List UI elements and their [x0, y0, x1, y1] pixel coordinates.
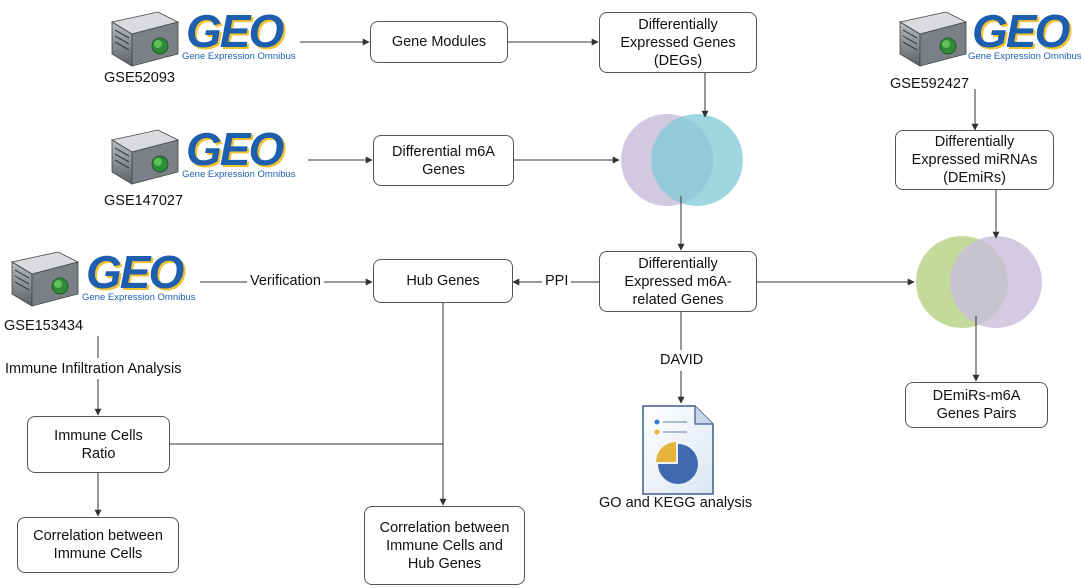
box-immune-cells-ratio: Immune Cells Ratio: [27, 416, 170, 473]
dataset-label-gse592427: GSE592427: [890, 76, 970, 93]
geo-logo-word: GEO: [86, 246, 184, 298]
edge-label-immune-infiltration: Immune Infiltration Analysis: [4, 360, 183, 379]
box-correlation-immune-hub: Correlation between Immune Cells and Hub…: [364, 506, 525, 585]
dataset-label-gse153434: GSE153434: [4, 318, 84, 335]
geo-logo-subtitle: Gene Expression Omnibus: [82, 292, 196, 303]
box-gene-modules: Gene Modules: [370, 21, 508, 63]
dataset-label-gse147027: GSE147027: [104, 193, 184, 210]
server-icon-gse52093: [110, 11, 180, 67]
box-correlation-immune-cells: Correlation between Immune Cells: [17, 517, 179, 573]
report-document-icon: [642, 405, 714, 495]
edge-label-verification: Verification: [247, 273, 324, 290]
venn-diagram-degs-m6a: [621, 114, 743, 206]
geo-logo-gse592427: GEO Gene Expression Omnibus: [968, 4, 1084, 64]
geo-logo-word: GEO: [972, 5, 1070, 57]
venn1-right-circle: [651, 114, 743, 206]
dataset-label-gse52093: GSE52093: [104, 70, 175, 87]
edge-label-david: DAVID: [656, 350, 708, 371]
geo-logo-gse153434: GEO Gene Expression Omnibus: [82, 245, 198, 305]
server-icon-gse153434: [10, 251, 80, 307]
server-icon-gse147027: [110, 129, 180, 185]
box-demirs: Differentially Expressed miRNAs (DEmiRs): [895, 130, 1054, 190]
box-degs: Differentially Expressed Genes (DEGs): [599, 12, 757, 73]
box-demirs-m6a-pairs: DEmiRs-m6A Genes Pairs: [905, 382, 1048, 428]
box-hub-genes: Hub Genes: [373, 259, 513, 303]
geo-logo-subtitle: Gene Expression Omnibus: [182, 169, 296, 180]
geo-logo-gse147027: GEO Gene Expression Omnibus: [182, 122, 298, 182]
edge-label-ppi: PPI: [542, 273, 572, 290]
geo-logo-word: GEO: [186, 123, 284, 175]
geo-logo-gse52093: GEO Gene Expression Omnibus: [182, 4, 298, 64]
geo-logo-word: GEO: [186, 5, 284, 57]
label-go-kegg-analysis: GO and KEGG analysis: [599, 495, 753, 512]
box-dem6a-related-genes: Differentially Expressed m6A- related Ge…: [599, 251, 757, 312]
geo-logo-subtitle: Gene Expression Omnibus: [182, 51, 296, 62]
venn2-right-circle: [950, 236, 1042, 328]
server-icon-gse592427: [898, 11, 968, 67]
venn-diagram-m6a-demirs: [916, 236, 1042, 328]
box-differential-m6a-genes: Differential m6A Genes: [373, 135, 514, 186]
geo-logo-subtitle: Gene Expression Omnibus: [968, 51, 1082, 62]
